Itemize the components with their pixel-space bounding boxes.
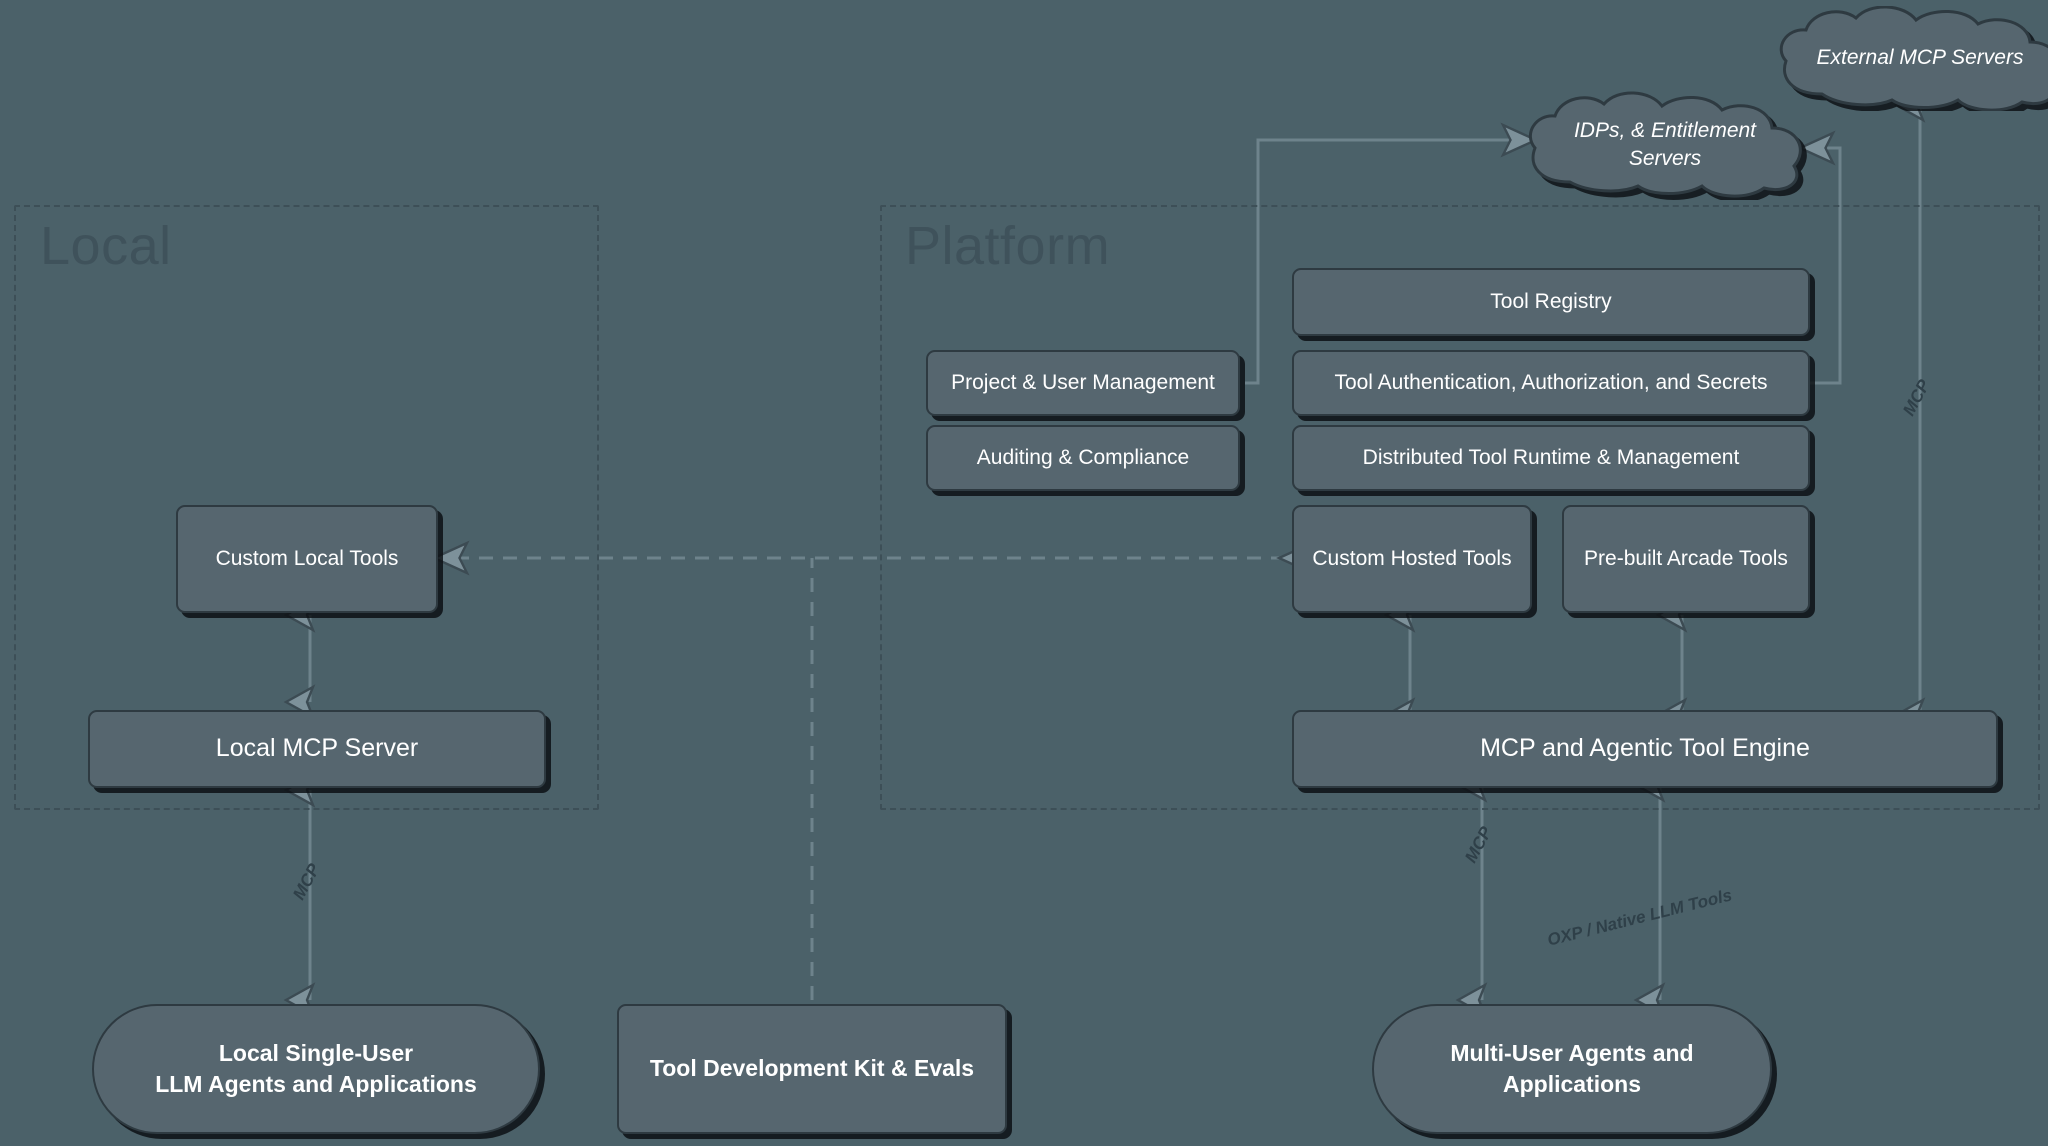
node-tool-authentication[interactable]: Tool Authentication, Authorization, and … [1292,350,1810,416]
multi-user-agents-line-2: Applications [1502,1071,1641,1097]
node-tool-registry[interactable]: Tool Registry [1292,268,1810,336]
node-custom-hosted-tools[interactable]: Custom Hosted Tools [1292,505,1532,613]
node-tool-development-kit[interactable]: Tool Development Kit & Evals [617,1004,1007,1134]
node-distributed-tool-runtime[interactable]: Distributed Tool Runtime & Management [1292,425,1810,491]
cloud-external-mcp-label: External MCP Servers [1816,46,2024,70]
zone-platform [880,205,2040,810]
multi-user-agents-line-1: Multi-User Agents and [1450,1039,1694,1066]
cloud-external-mcp-servers[interactable]: External MCP Servers [1770,6,2048,111]
cloud-shape-idps [1528,91,1802,198]
node-custom-local-tools[interactable]: Custom Local Tools [176,505,438,613]
local-agents-line-1: Local Single-User [218,1039,414,1066]
node-project-user-management[interactable]: Project & User Management [926,350,1240,416]
edge-label-mcp-platform: MCP [1461,823,1496,866]
node-mcp-agentic-tool-engine[interactable]: MCP and Agentic Tool Engine [1292,710,1998,788]
cloud-idps-label: IDPs, & Entitlement Servers [1573,118,1757,170]
node-prebuilt-arcade-tools[interactable]: Pre-built Arcade Tools [1562,505,1810,613]
zone-local [14,205,599,810]
zone-platform-title: Platform [905,216,1111,276]
node-local-mcp-server[interactable]: Local MCP Server [88,710,546,788]
node-local-single-user-agents[interactable]: Local Single-User LLM Agents and Applica… [92,1004,540,1134]
cloud-idps-entitlement-servers[interactable]: IDPs, & Entitlement Servers [1520,90,1810,200]
node-multi-user-agents[interactable]: Multi-User Agents and Applications [1372,1004,1772,1134]
cloud-shape-external [1779,6,2048,111]
edge-label-mcp-local: MCP [289,860,324,903]
node-auditing-compliance[interactable]: Auditing & Compliance [926,425,1240,491]
zone-local-title: Local [40,216,172,276]
local-agents-line-2: LLM Agents and Applications [155,1071,477,1097]
edge-label-oxp-native-llm-tools: OXP / Native LLM Tools [1545,885,1734,950]
